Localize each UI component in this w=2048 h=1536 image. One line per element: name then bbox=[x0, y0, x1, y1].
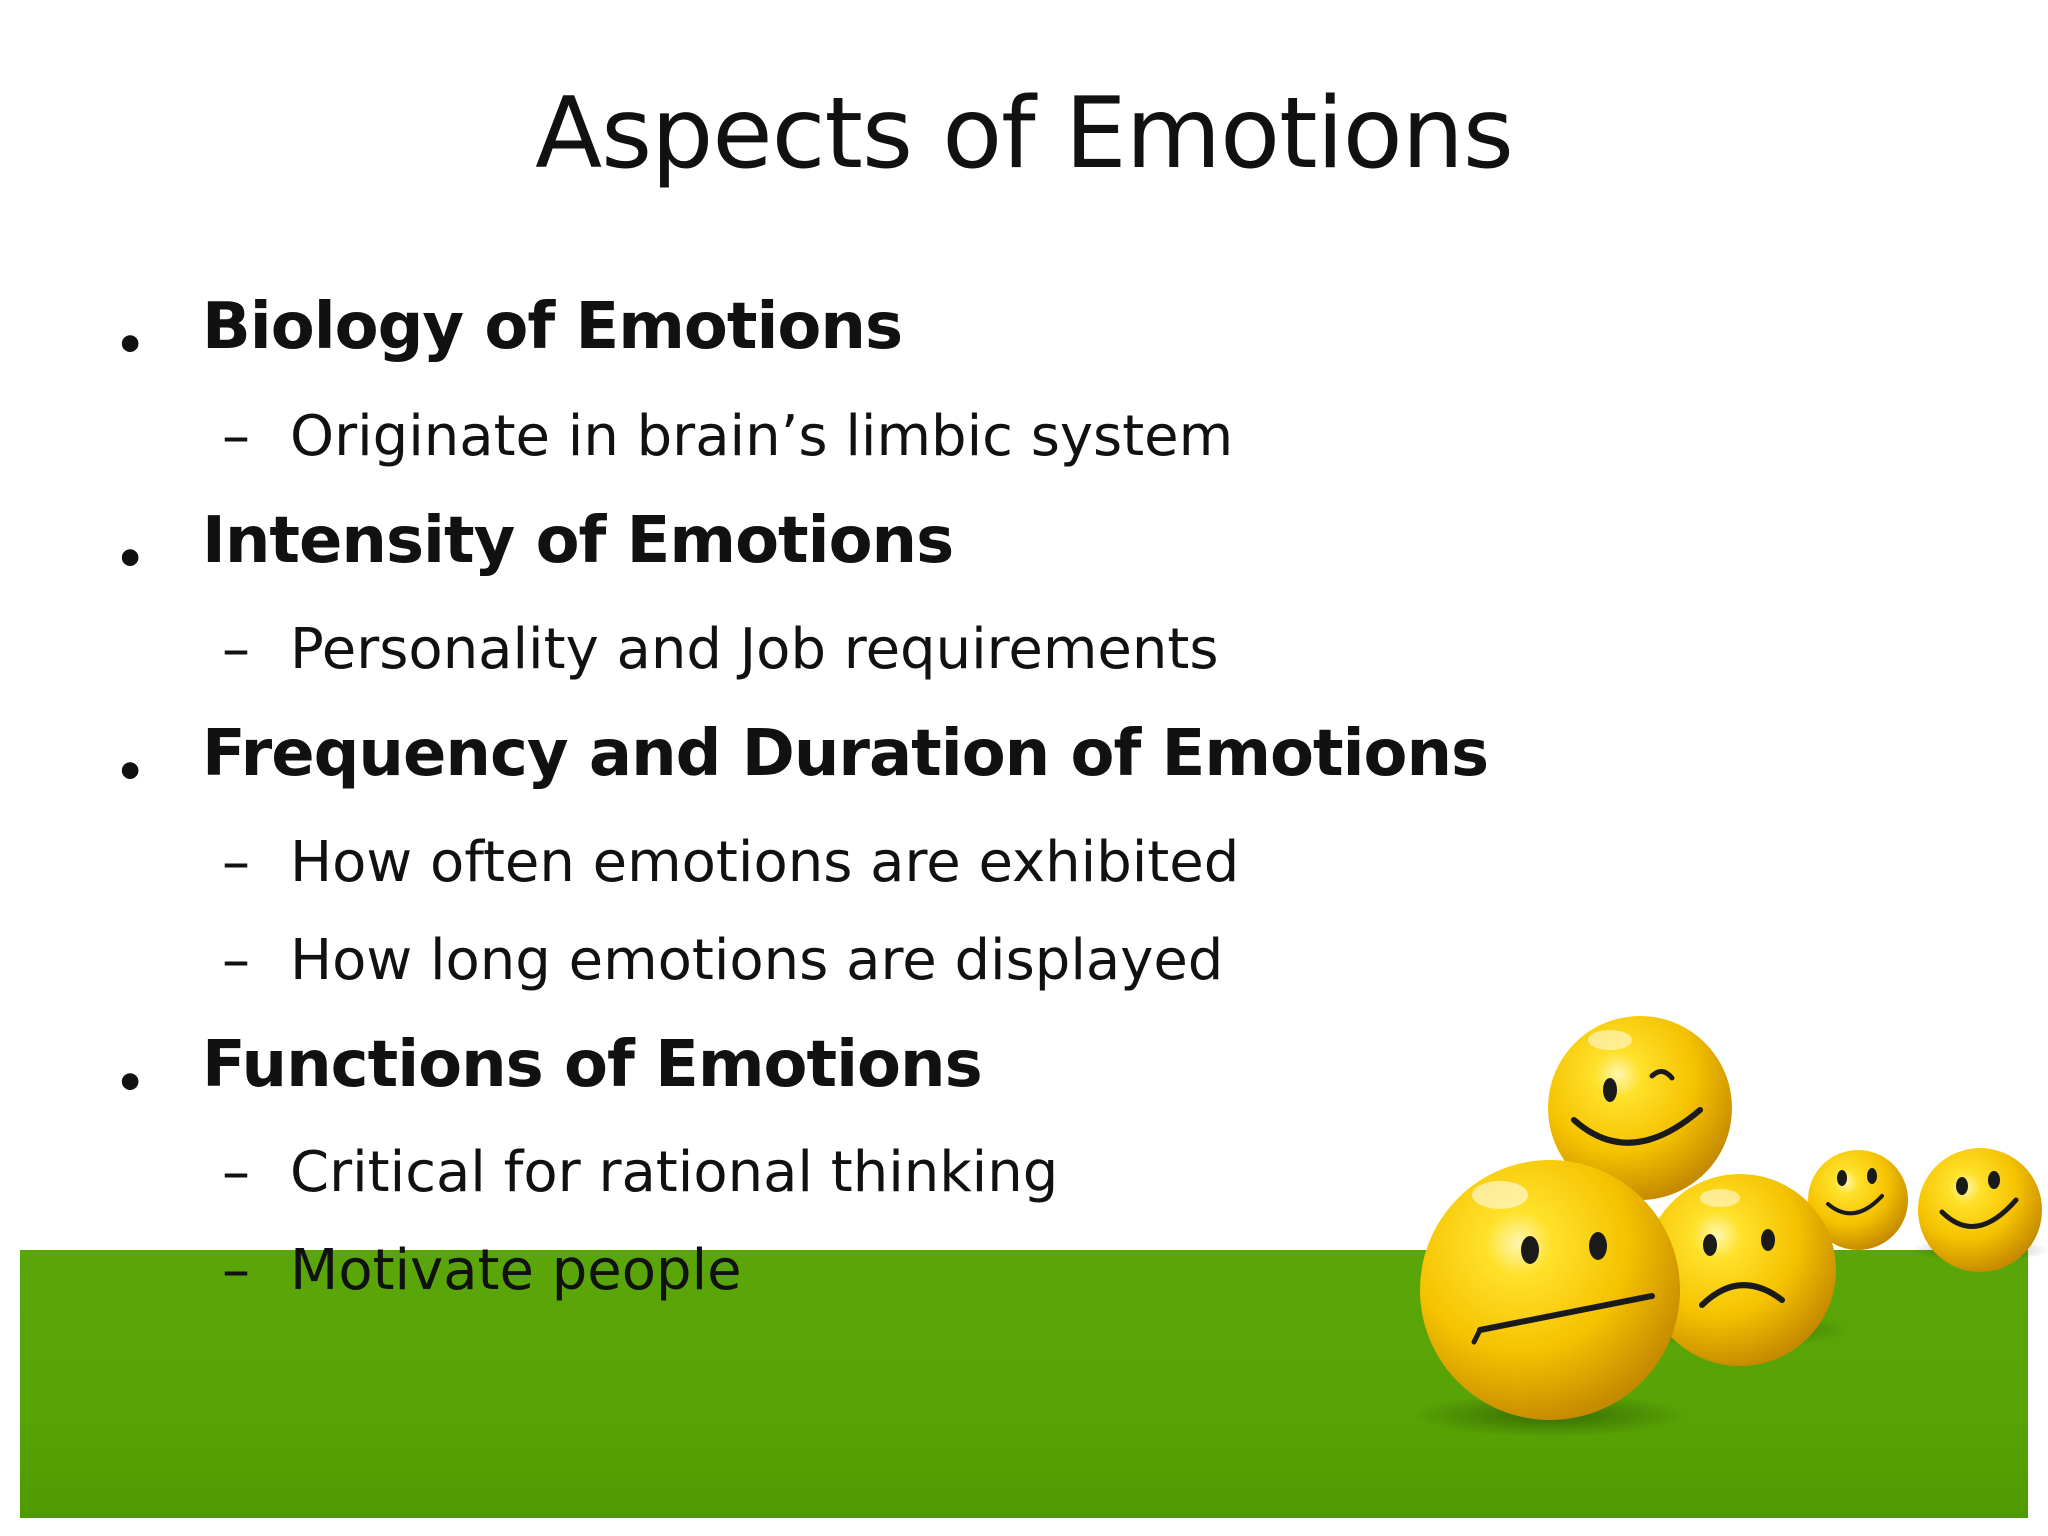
winking-smiley-icon bbox=[1548, 1016, 1732, 1200]
bullet-item: • Functions of Emotions bbox=[120, 1028, 983, 1115]
dash-glyph: – bbox=[222, 404, 250, 469]
sub-bullet-item: –How often emotions are exhibited bbox=[222, 830, 1239, 895]
sub-bullet-item: –Critical for rational thinking bbox=[222, 1140, 1058, 1205]
bullet-glyph: • bbox=[120, 525, 141, 591]
bottom-strip bbox=[0, 1518, 2048, 1536]
sad-smiley-icon bbox=[1644, 1174, 1836, 1366]
sub-bullet-item: –Motivate people bbox=[222, 1238, 742, 1303]
dash-glyph: – bbox=[222, 830, 250, 895]
bullet-label: Intensity of Emotions bbox=[202, 504, 954, 578]
bullet-label: Biology of Emotions bbox=[202, 290, 903, 364]
sub-bullet-item: –Originate in brain’s limbic system bbox=[222, 404, 1233, 469]
bullet-item: • Intensity of Emotions bbox=[120, 504, 954, 591]
dash-glyph: – bbox=[222, 1140, 250, 1205]
sub-bullet-label: How often emotions are exhibited bbox=[290, 830, 1240, 895]
slide-title: Aspects of Emotions bbox=[535, 77, 1514, 191]
bullet-glyph: • bbox=[120, 1049, 141, 1115]
bullet-item: • Frequency and Duration of Emotions bbox=[120, 717, 1489, 804]
sub-bullet-label: Originate in brain’s limbic system bbox=[290, 404, 1234, 469]
dash-glyph: – bbox=[222, 617, 250, 682]
bullet-glyph: • bbox=[120, 738, 141, 804]
neutral-smiley-icon bbox=[1420, 1160, 1680, 1420]
bullet-glyph: • bbox=[120, 311, 141, 377]
smiley-balls-illustration bbox=[1410, 1016, 2048, 1437]
dash-glyph: – bbox=[222, 928, 250, 993]
dash-glyph: – bbox=[222, 1238, 250, 1303]
sub-bullet-label: Personality and Job requirements bbox=[290, 617, 1219, 682]
bullet-label: Frequency and Duration of Emotions bbox=[202, 717, 1489, 791]
bullet-item: • Biology of Emotions bbox=[120, 290, 903, 377]
small-smiley-icon bbox=[1918, 1148, 2042, 1272]
sub-bullet-item: –Personality and Job requirements bbox=[222, 617, 1219, 682]
sub-bullet-item: –How long emotions are displayed bbox=[222, 928, 1223, 993]
sub-bullet-label: Motivate people bbox=[290, 1238, 742, 1303]
bullet-label: Functions of Emotions bbox=[202, 1028, 983, 1102]
small-smiley-icon bbox=[1808, 1150, 1908, 1250]
sub-bullet-label: Critical for rational thinking bbox=[290, 1140, 1059, 1205]
sub-bullet-label: How long emotions are displayed bbox=[290, 928, 1224, 993]
